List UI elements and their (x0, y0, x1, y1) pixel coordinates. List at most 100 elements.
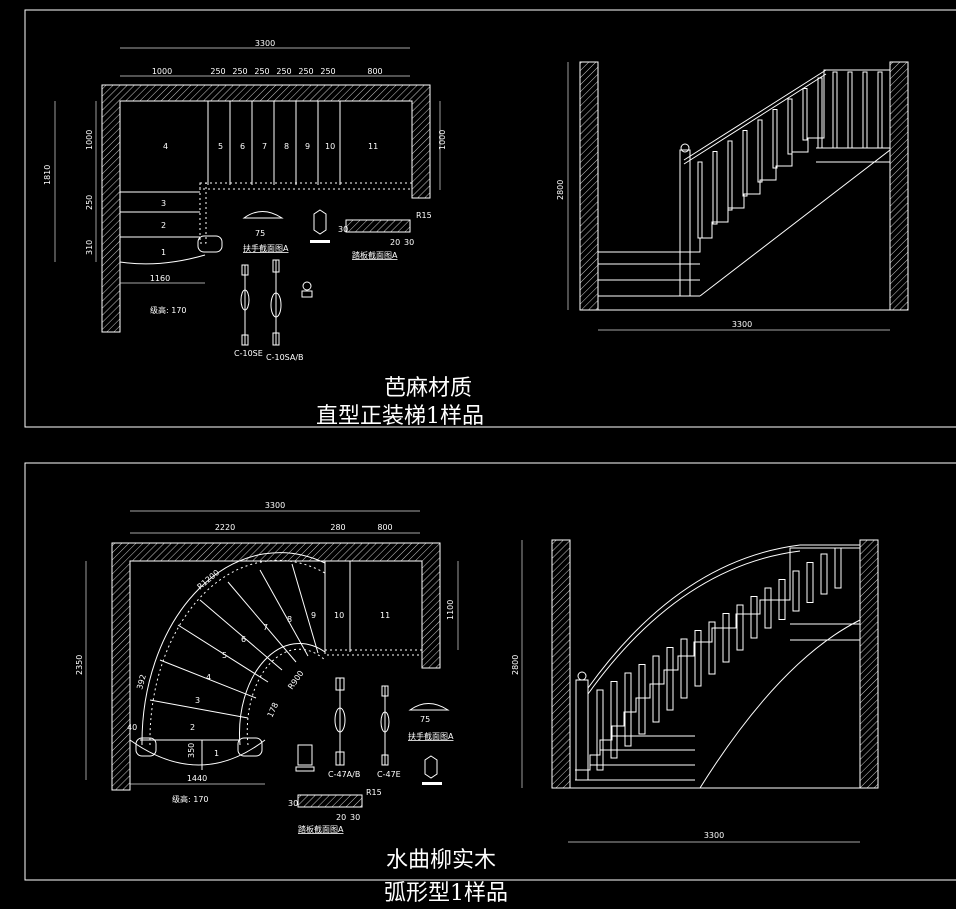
top-dim-segment: 250 (276, 67, 291, 76)
top-dim-left-1: 1000 (85, 130, 94, 150)
bottom-step-6: 6 (241, 635, 246, 644)
top-title-material: 芭麻材质 (384, 376, 472, 401)
baluster (742, 130, 748, 197)
top-elev-height: 2800 (556, 180, 565, 200)
svg-text:R15: R15 (416, 211, 432, 220)
top-baluster-label-a: C-10SE (234, 349, 263, 358)
bottom-step-2: 2 (190, 723, 195, 732)
bottom-dim-left: 2350 (75, 655, 84, 675)
top-handrail-label: 扶手截面图A (243, 243, 289, 253)
top-step-7: 7 (262, 142, 267, 151)
svg-text:280: 280 (330, 523, 345, 532)
bottom-plan-wall (111, 542, 441, 791)
svg-text:20: 20 (336, 813, 346, 822)
top-dim-left-total: 1810 (43, 165, 52, 185)
top-step-8: 8 (284, 142, 289, 151)
bottom-tread-label: 踏板截面图A (298, 824, 344, 834)
top-dim-segment: 250 (320, 67, 335, 76)
baluster (787, 98, 793, 155)
baluster (722, 613, 730, 663)
baluster (697, 161, 703, 239)
baluster (750, 596, 758, 639)
top-tread-section (345, 219, 411, 233)
baluster (820, 553, 828, 595)
bottom-step-5: 5 (222, 651, 227, 660)
baluster (832, 71, 838, 149)
top-step-5: 5 (218, 142, 223, 151)
baluster (610, 681, 618, 759)
baluster (862, 71, 868, 149)
baluster (712, 151, 718, 225)
top-plan-wall (101, 84, 431, 333)
top-dim-left-2: 250 (85, 195, 94, 210)
bottom-step-4: 4 (206, 673, 211, 682)
bottom-step-10: 10 (334, 611, 344, 620)
baluster (792, 570, 800, 612)
top-elevation: 2800 3300 (556, 61, 909, 331)
top-baluster-label-b: C-10SA/B (266, 353, 304, 362)
bottom-title-material: 水曲柳实木 (386, 848, 496, 873)
top-step-2: 2 (161, 221, 166, 230)
top-handrail-section (242, 211, 284, 219)
bottom-baluster-label-b: C-47E (377, 770, 401, 779)
baluster (708, 621, 716, 675)
top-step-height: 级高: 170 (150, 305, 187, 315)
bottom-step-8: 8 (287, 615, 292, 624)
svg-text:30: 30 (350, 813, 360, 822)
top-step-1: 1 (161, 248, 166, 257)
svg-text:30: 30 (338, 225, 348, 234)
bottom-sheet-frame (24, 462, 956, 881)
bottom-baluster-a (334, 677, 346, 766)
svg-text:75: 75 (255, 229, 265, 238)
top-dim-segment: 250 (210, 67, 225, 76)
top-step-6: 6 (240, 142, 245, 151)
baluster (806, 562, 814, 603)
bottom-dim-right: 1100 (446, 600, 455, 620)
bottom-elev-width: 3300 (704, 831, 724, 840)
bottom-elev-height: 2800 (511, 655, 520, 675)
svg-text:392: 392 (135, 673, 148, 690)
baluster (834, 547, 842, 589)
top-step-3: 3 (161, 199, 166, 208)
svg-text:20: 20 (390, 238, 400, 247)
top-step-10: 10 (325, 142, 335, 151)
top-step-4: 4 (163, 142, 168, 151)
top-dim-bottom: 1160 (150, 274, 170, 283)
baluster (772, 109, 778, 169)
svg-text:30: 30 (404, 238, 414, 247)
top-dim-total: 3300 (255, 39, 275, 48)
bottom-step-9: 9 (311, 611, 316, 620)
baluster (817, 77, 823, 149)
baluster (652, 655, 660, 723)
baluster (624, 672, 632, 747)
bottom-step-11: 11 (380, 611, 390, 620)
baluster (596, 689, 604, 771)
svg-text:40: 40 (127, 723, 137, 732)
svg-text:178: 178 (266, 701, 281, 719)
bottom-step-7: 7 (263, 623, 268, 632)
baluster (638, 664, 646, 735)
baluster (802, 88, 808, 141)
top-dim-right: 1000 (438, 130, 447, 150)
bottom-tread-section (297, 794, 363, 808)
top-baluster-a (240, 264, 250, 346)
svg-text:800: 800 (377, 523, 392, 532)
top-dim-segment: 250 (254, 67, 269, 76)
bottom-step-3: 3 (195, 696, 200, 705)
baluster (757, 119, 763, 183)
top-title-model: 直型正装梯1样品 (316, 404, 484, 429)
bottom-handrail-label: 扶手截面图A (408, 731, 454, 741)
top-dim-segment: 800 (367, 67, 382, 76)
bottom-plan: 3300 2220 280 800 2350 1100 1 2 3 4 5 6 (75, 501, 459, 834)
baluster (727, 140, 733, 211)
baluster (736, 604, 744, 651)
bottom-step-height: 级高: 170 (172, 794, 209, 804)
svg-text:R15: R15 (366, 788, 382, 797)
bottom-step-1: 1 (214, 749, 219, 758)
bottom-handrail-section (408, 703, 450, 711)
baluster (847, 71, 853, 149)
bottom-baluster-b (380, 685, 390, 766)
